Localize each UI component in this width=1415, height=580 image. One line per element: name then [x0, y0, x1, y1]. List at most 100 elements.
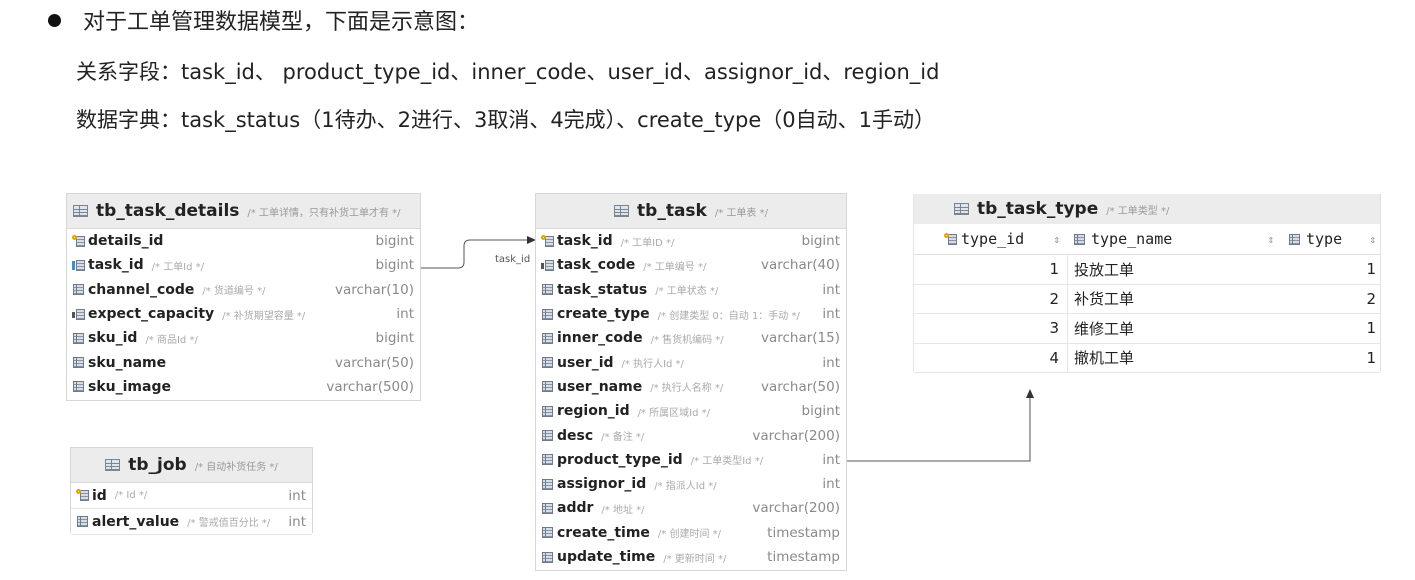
field-row-user-id[interactable]: user_id/* 执行人Id */int — [536, 350, 846, 374]
field-row-id[interactable]: id/* Id */int — [71, 483, 312, 509]
cell-type-id[interactable]: 3 — [914, 314, 1068, 343]
field-row-assignor-id[interactable]: assignor_id/* 指派人Id */int — [536, 472, 846, 496]
field-row-update-time[interactable]: update_time/* 更新时间 */timestamp — [536, 545, 846, 569]
field-name: task_id — [557, 233, 613, 250]
field-name: user_name — [557, 378, 643, 395]
field-comment: /* 创建时间 */ — [657, 529, 722, 541]
field-name: sku_id — [88, 330, 138, 347]
cell-type-name[interactable]: 维修工单 — [1074, 319, 1135, 338]
field-comment: /* 货道编号 */ — [202, 286, 266, 298]
cell-type-name[interactable]: 投放工单 — [1074, 260, 1135, 279]
column-icon — [72, 332, 85, 345]
field-row-user-name[interactable]: user_name/* 执行人名称 */varchar(50) — [536, 375, 846, 399]
column-icon — [541, 478, 554, 491]
field-name: desc — [557, 427, 594, 444]
column-icon — [541, 551, 554, 564]
table-icon — [614, 205, 630, 217]
field-name: channel_code — [88, 281, 195, 298]
grid-header-row: type_id ⇕ type_name ⇕ type ⇕ — [914, 224, 1380, 255]
table-comment: /* 工单表 */ — [714, 207, 768, 219]
column-icon — [72, 380, 85, 393]
cell-type[interactable]: 1 — [1366, 260, 1376, 279]
cell-type-id[interactable]: 4 — [914, 343, 1068, 372]
grid-row[interactable]: 3 维修工单 1 — [914, 314, 1380, 344]
table-task-type[interactable]: tb_task_type /* 工单类型 */ type_id ⇕ type_n… — [913, 194, 1381, 373]
field-row-task-status[interactable]: task_status /* 工单状态 */ int — [536, 278, 846, 302]
index-column-icon — [541, 259, 554, 272]
grid-row[interactable]: 1 投放工单 1 — [914, 255, 1380, 285]
field-row-task-id[interactable]: task_id/* 工单Id */bigint — [67, 253, 420, 277]
field-row-product-type-id[interactable]: product_type_id/* 工单类型Id */int — [536, 448, 846, 472]
field-row-create-time[interactable]: create_time/* 创建时间 */timestamp — [536, 521, 846, 545]
column-icon — [1073, 233, 1086, 246]
field-row-channel-code[interactable]: channel_code /* 货道编号 */ varchar(10) — [67, 278, 420, 302]
primary-key-icon — [944, 232, 957, 246]
table-task[interactable]: tb_task /* 工单表 */ task_id/* 工单ID */bigin… — [535, 193, 847, 571]
grid-row[interactable]: 4 撤机工单 1 — [914, 343, 1380, 373]
column-header-type[interactable]: type ⇕ — [1282, 224, 1380, 254]
field-name: task_status — [557, 281, 648, 298]
sort-icon[interactable]: ⇕ — [1369, 232, 1376, 246]
field-row-alert-value[interactable]: alert_value/* 警戒值百分比 */int — [71, 509, 312, 535]
field-type: varchar(10) — [334, 281, 414, 298]
field-row-inner-code[interactable]: inner_code/* 售货机编码 */varchar(15) — [536, 326, 846, 350]
field-row-task-code[interactable]: task_code /* 工单编号 */ varchar(40) — [536, 253, 846, 277]
field-name: update_time — [557, 549, 656, 565]
intro-heading: 对于工单管理数据模型，下面是示意图： — [83, 10, 480, 35]
grid-row[interactable]: 2 补货工单 2 — [914, 284, 1380, 314]
field-type: varchar(500) — [326, 378, 414, 395]
field-type: varchar(40) — [760, 257, 840, 274]
field-comment: /* 更新时间 */ — [663, 553, 727, 565]
field-row-expect-capacity[interactable]: expect_capacity/* 补货期望容量 */int — [67, 302, 420, 326]
cell-type-id[interactable]: 2 — [914, 284, 1068, 313]
field-type: int — [288, 487, 306, 504]
cell-type[interactable]: 2 — [1366, 289, 1376, 308]
field-row-addr[interactable]: addr/* 地址 */varchar(200) — [536, 496, 846, 520]
table-comment: /* 工单详情，只有补货工单才有 */ — [247, 207, 401, 219]
field-comment: /* 补货期望容量 */ — [222, 310, 306, 322]
field-comment: /* 警戒值百分比 */ — [187, 518, 271, 529]
column-icon — [541, 308, 554, 321]
table-comment: /* 自动补货任务 */ — [194, 461, 278, 473]
cell-type-name[interactable]: 撤机工单 — [1074, 349, 1135, 368]
field-row-create-type[interactable]: create_type/* 创建类型 0：自动 1：手动 */int — [536, 302, 846, 326]
sort-icon[interactable]: ⇕ — [1053, 232, 1060, 246]
primary-key-icon — [76, 489, 89, 502]
connector-arrowhead-task — [527, 236, 536, 244]
column-icon — [541, 283, 554, 296]
primary-key-icon — [72, 234, 85, 248]
column-icon — [541, 502, 554, 515]
column-icon — [72, 283, 85, 296]
table-name: tb_task_details — [96, 201, 240, 221]
field-row-desc[interactable]: desc/* 备注 */varchar(200) — [536, 423, 846, 447]
column-header-type-name[interactable]: type_name ⇕ — [1068, 224, 1282, 254]
field-name: create_type — [557, 306, 650, 323]
field-row-sku-id[interactable]: sku_id/* 商品Id */bigint — [67, 326, 420, 350]
column-header-type-id[interactable]: type_id ⇕ — [914, 224, 1068, 254]
field-name: product_type_id — [557, 451, 683, 468]
table-task-details[interactable]: tb_task_details /* 工单详情，只有补货工单才有 */ deta… — [66, 193, 421, 401]
cell-type-id[interactable]: 1 — [914, 255, 1068, 284]
field-type: varchar(50) — [760, 378, 840, 395]
cell-type[interactable]: 1 — [1366, 348, 1376, 367]
field-comment: /* 工单状态 */ — [655, 286, 719, 298]
field-type: int — [822, 281, 840, 298]
field-comment: /* 指派人Id */ — [654, 480, 717, 492]
field-comment: /* 工单编号 */ — [643, 261, 707, 273]
field-name: task_code — [557, 257, 636, 274]
field-row-region-id[interactable]: region_id/* 所属区域Id */bigint — [536, 399, 846, 423]
field-row-task-id[interactable]: task_id/* 工单ID */bigint — [536, 229, 846, 253]
field-name: assignor_id — [557, 476, 647, 493]
cell-type[interactable]: 1 — [1366, 319, 1376, 338]
field-name: details_id — [88, 233, 164, 250]
primary-key-icon — [541, 234, 554, 248]
table-comment: /* 工单类型 */ — [1106, 205, 1170, 217]
sort-icon[interactable]: ⇕ — [1267, 232, 1274, 246]
column-icon — [541, 429, 554, 442]
cell-type-name[interactable]: 补货工单 — [1074, 290, 1135, 309]
